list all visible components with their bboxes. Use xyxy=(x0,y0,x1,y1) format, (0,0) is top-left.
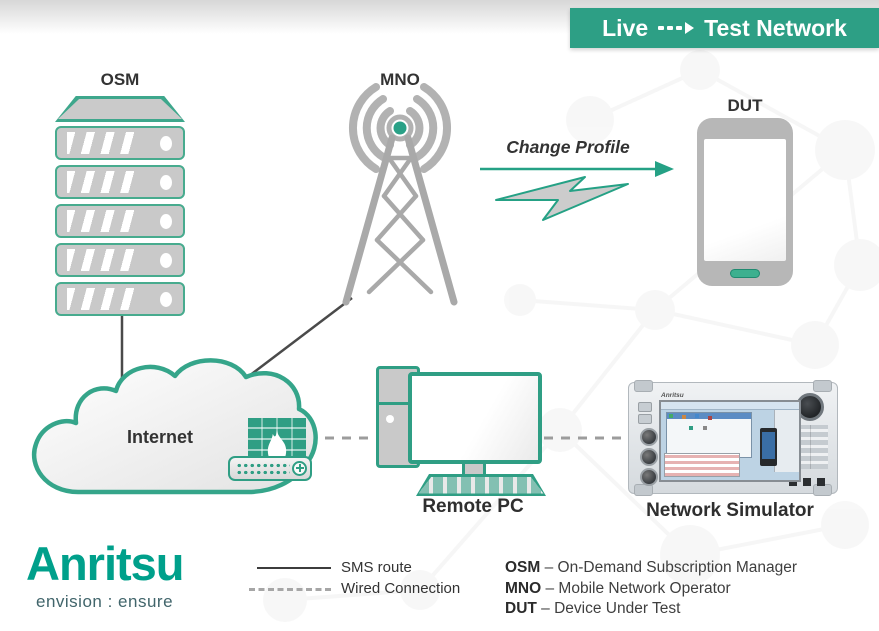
definition-acronym: DUT xyxy=(505,600,537,617)
simulator-knob xyxy=(640,468,658,486)
banner-label-test-network: Test Network xyxy=(704,14,847,41)
legend-solid-line xyxy=(257,567,331,569)
smartphone-icon xyxy=(697,118,793,286)
definition-acronym: MNO xyxy=(505,579,542,597)
dashed-arrow-icon xyxy=(658,22,695,34)
simulator-brand-label: Anritsu xyxy=(661,392,684,399)
cell-tower-icon xyxy=(342,83,458,306)
legend-dashed-line xyxy=(249,588,331,591)
change-profile-label: Change Profile xyxy=(506,137,630,157)
legend-dashed-label: Wired Connection xyxy=(341,580,461,597)
server-row xyxy=(55,126,185,160)
internet-label: Internet xyxy=(126,427,193,447)
osm-label: OSM xyxy=(100,70,140,89)
simulator-connectors xyxy=(817,478,825,486)
legend-solid-label: SMS route xyxy=(341,559,412,576)
definition-text: – Device Under Test xyxy=(541,600,681,617)
definition-row: DUT – Device Under Test xyxy=(505,599,875,620)
phone-home-button xyxy=(730,269,760,278)
bumper xyxy=(634,380,653,392)
simulator-button xyxy=(638,414,652,424)
banner-label-live: Live xyxy=(602,14,649,41)
definitions: OSM – On-Demand Subscription Manager MNO… xyxy=(505,558,875,620)
remote-pc-monitor-icon xyxy=(408,372,542,464)
logo-tagline: envision : ensure xyxy=(36,592,174,611)
server-row xyxy=(55,282,185,316)
live-test-network-banner: Live Test Network xyxy=(570,8,879,48)
router-ports xyxy=(236,462,290,475)
definition-text: – Mobile Network Operator xyxy=(545,579,731,597)
anritsu-logo: Anritsu xyxy=(26,537,184,590)
simulator-button xyxy=(638,402,652,412)
network-watermark xyxy=(263,50,879,622)
definition-acronym: OSM xyxy=(505,559,541,576)
server-row xyxy=(55,165,185,199)
simulator-screen-phone xyxy=(760,428,777,466)
lightning-bolt-icon xyxy=(495,176,629,221)
change-profile-arrow xyxy=(480,161,674,177)
simulator-knob xyxy=(640,428,658,446)
mno-label: MNO xyxy=(380,70,420,89)
osm-server-icon xyxy=(55,96,185,321)
router-nav-icon xyxy=(292,460,307,476)
network-simulator-icon: Anritsu xyxy=(628,380,838,496)
simulator-knob xyxy=(640,448,658,466)
dut-label: DUT xyxy=(727,96,763,115)
bumper xyxy=(813,380,832,392)
flame-icon xyxy=(267,430,287,464)
definition-text: – On-Demand Subscription Manager xyxy=(544,559,798,576)
remote-pc-keyboard-icon xyxy=(416,474,546,496)
server-row xyxy=(55,243,185,277)
simulator-screen xyxy=(659,400,801,482)
server-top xyxy=(55,96,185,122)
sms-route-line-mno xyxy=(236,297,353,386)
router-icon xyxy=(228,456,312,481)
remote-pc-label: Remote PC xyxy=(422,496,524,517)
server-row xyxy=(55,204,185,238)
network-simulator-label: Network Simulator xyxy=(646,500,814,521)
definition-row: MNO – Mobile Network Operator xyxy=(505,579,875,600)
phone-screen xyxy=(704,139,786,261)
definition-row: OSM – On-Demand Subscription Manager xyxy=(505,558,875,579)
